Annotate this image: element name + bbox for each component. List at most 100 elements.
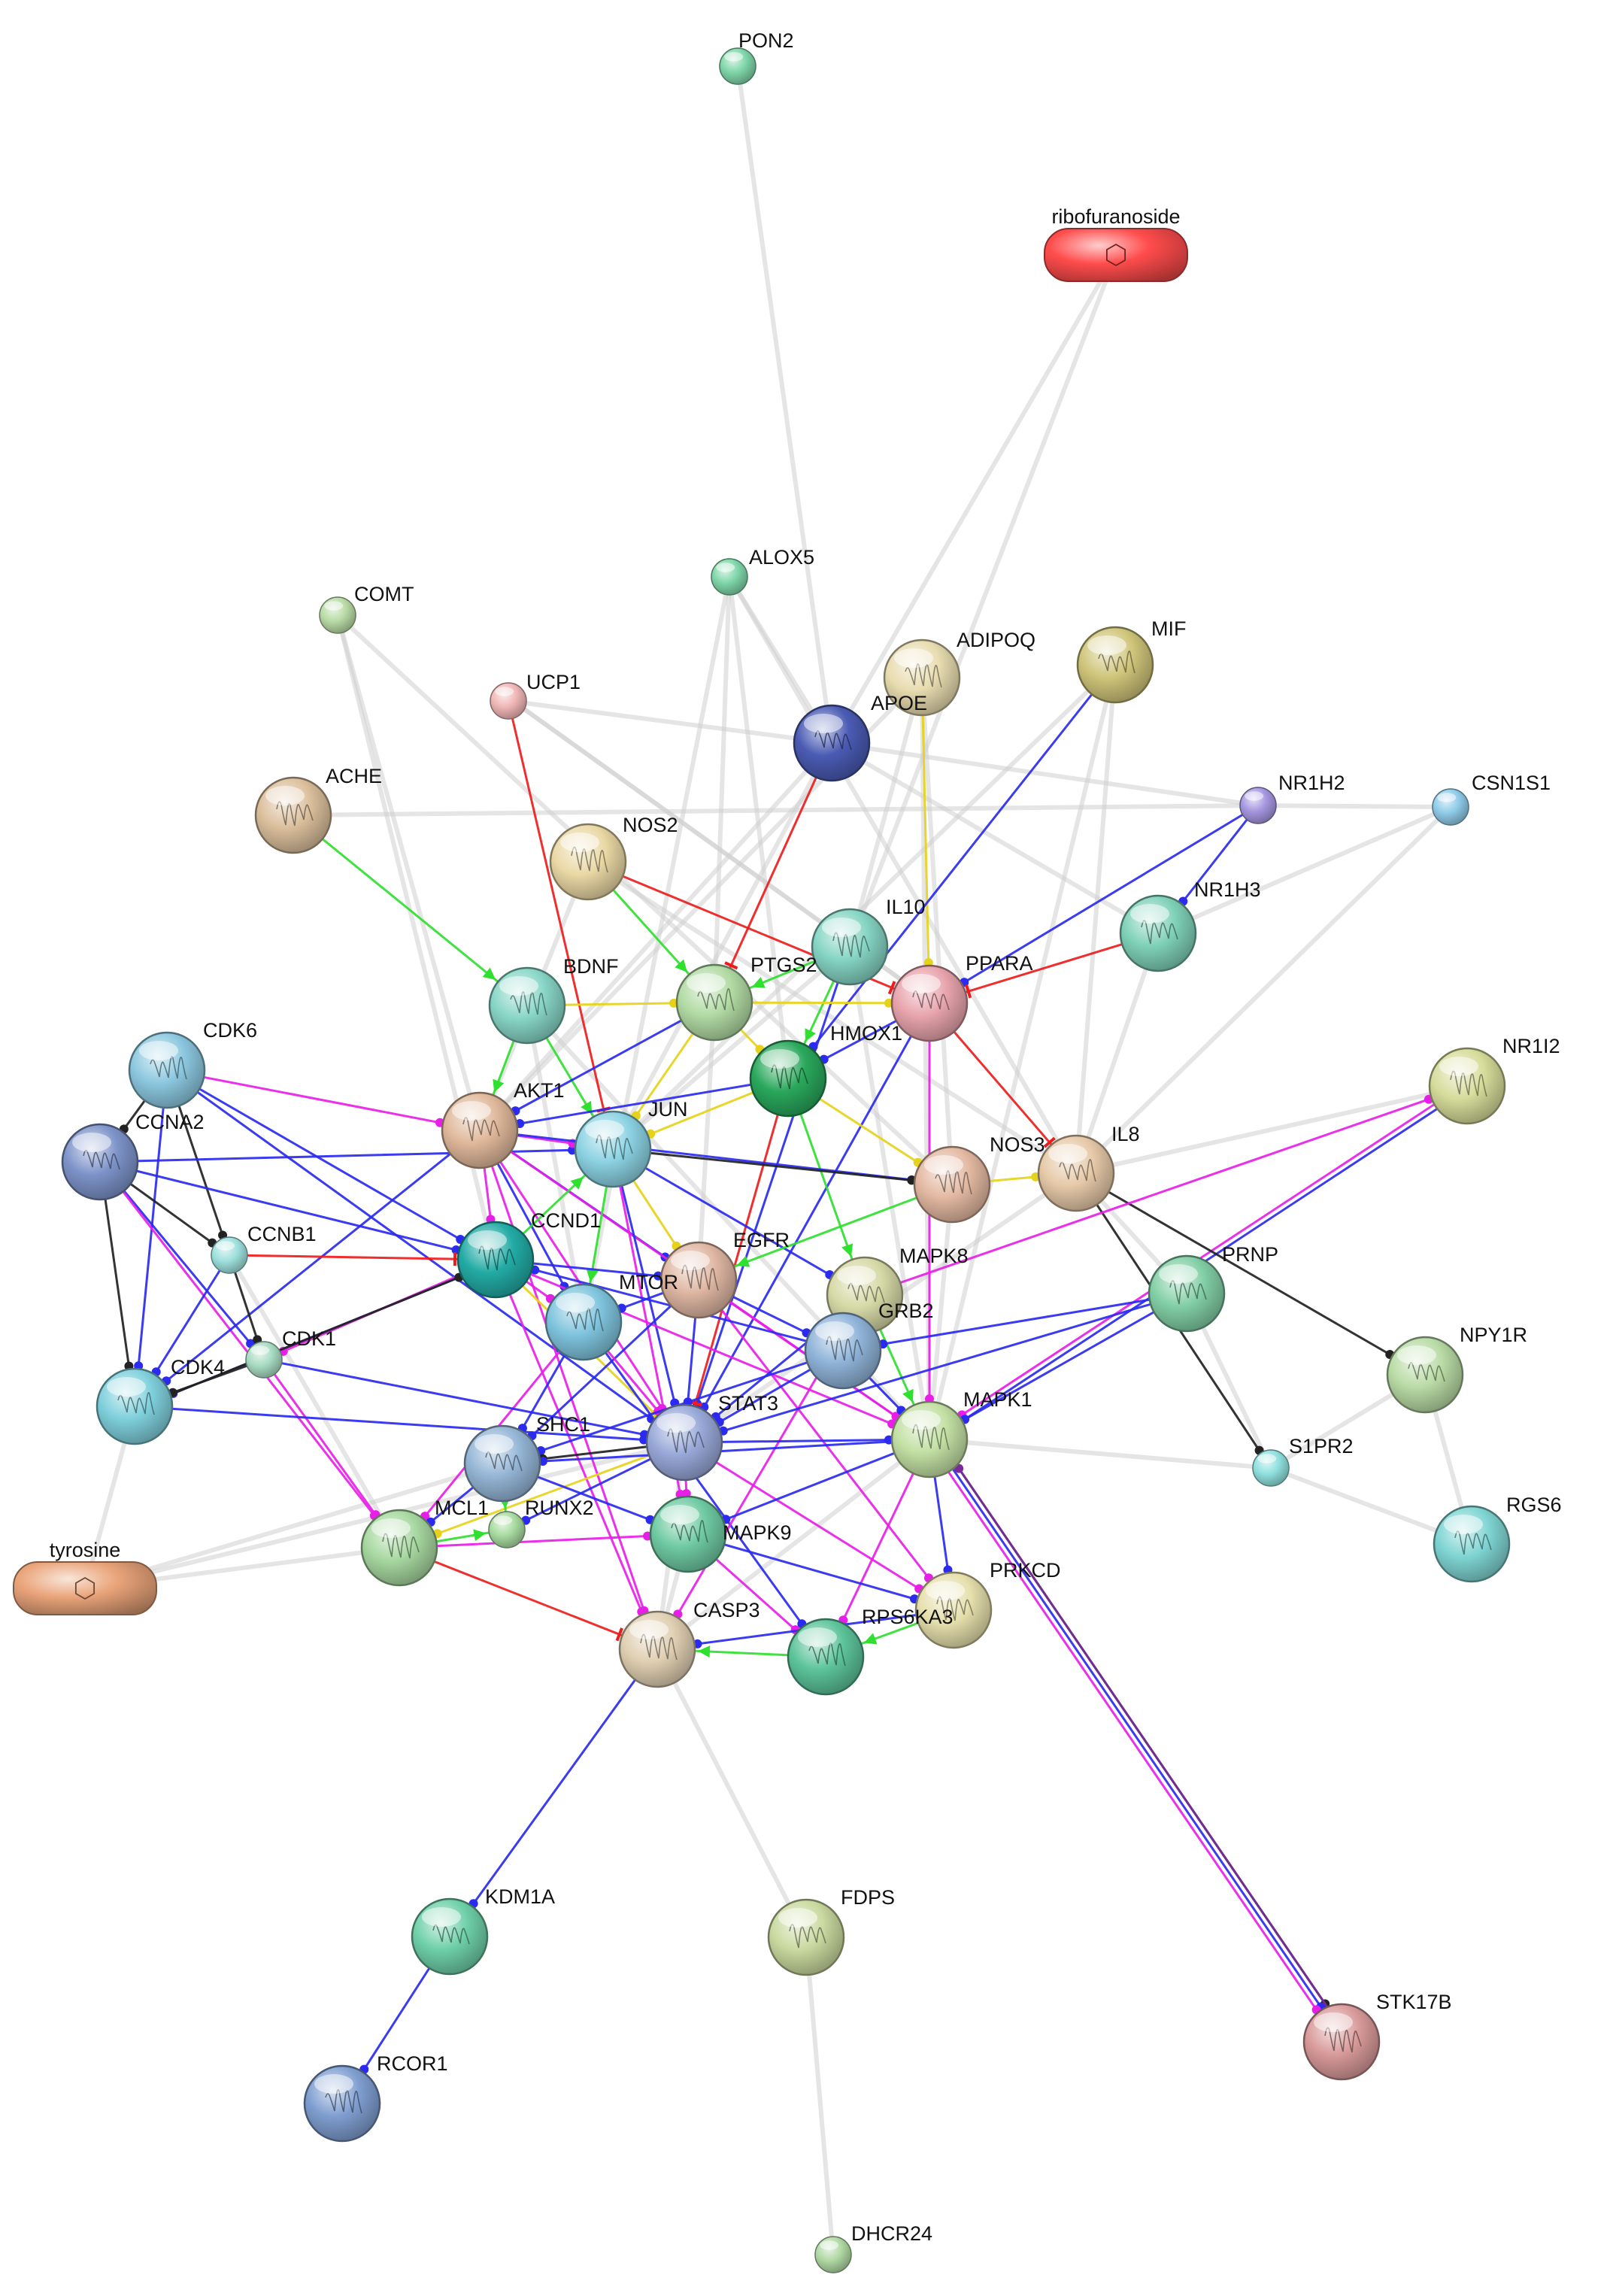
sphere-highlight: [837, 1266, 876, 1285]
node-nr1h2[interactable]: NR1H2: [1239, 772, 1345, 824]
node-mapk1[interactable]: MAPK1: [890, 1388, 1032, 1479]
node-mif[interactable]: MIF: [1076, 617, 1187, 704]
node-nr1i2[interactable]: NR1I2: [1428, 1035, 1560, 1125]
edge-ucp1-jun-inhibition: [507, 699, 614, 1151]
node-pon2[interactable]: PON2: [719, 29, 794, 85]
node-nos3[interactable]: NOS3: [913, 1133, 1045, 1224]
node-cdk4[interactable]: CDK4: [96, 1356, 225, 1445]
sphere-highlight: [493, 1515, 513, 1525]
node-mapk9[interactable]: MAPK9: [649, 1495, 792, 1573]
node-prnp[interactable]: PRNP: [1148, 1243, 1278, 1333]
node-alox5[interactable]: ALOX5: [711, 546, 814, 596]
molecule-structure-icon: [1105, 243, 1126, 267]
sphere-highlight: [475, 1434, 514, 1454]
node-npy1r[interactable]: NPY1R: [1386, 1324, 1527, 1414]
protein-structure-icon: [325, 2089, 362, 2114]
node-label-mif: MIF: [1151, 617, 1187, 640]
node-rgs6[interactable]: RGS6: [1433, 1494, 1562, 1583]
edge-grb2-ccnd1-binding: [494, 1258, 844, 1352]
edge-cdk4-stat3-binding: [133, 1405, 686, 1444]
node-ucp1[interactable]: UCP1: [490, 671, 581, 720]
node-egfr[interactable]: EGFR: [659, 1229, 790, 1319]
edge-end-casp3-activation: [697, 1645, 711, 1658]
sphere-highlight: [820, 2240, 839, 2250]
node-comt[interactable]: COMT: [319, 583, 414, 634]
edge-jun-mapk8-binding: [611, 1148, 866, 1297]
edge-nr1h2-csn1s1-association: [1256, 803, 1453, 809]
node-cdk6[interactable]: CDK6: [128, 1019, 257, 1109]
node-label-tyrosine: tyrosine: [50, 1539, 121, 1561]
sphere-highlight: [671, 1251, 710, 1270]
node-bdnf[interactable]: BDNF: [488, 955, 619, 1045]
sphere-highlight: [324, 601, 344, 611]
node-adipoq[interactable]: ADIPOQ: [883, 629, 1035, 717]
protein-structure-icon: [1059, 1159, 1096, 1182]
node-stk17b[interactable]: STK17B: [1302, 1991, 1452, 2081]
node-mcl1[interactable]: MCL1: [360, 1497, 489, 1587]
node-grb2[interactable]: GRB2: [804, 1300, 934, 1390]
node-label-nr1h3: NR1H3: [1194, 878, 1261, 901]
sphere-highlight: [265, 786, 305, 805]
node-fdps[interactable]: FDPS: [767, 1886, 895, 1976]
node-ribofuranoside[interactable]: ribofuranoside: [1044, 205, 1188, 282]
node-il10[interactable]: IL10: [811, 896, 926, 986]
edge-adipoq-ppara-expression: [920, 676, 931, 1005]
node-dhcr24[interactable]: DHCR24: [814, 2222, 932, 2273]
node-nr1h3[interactable]: NR1H3: [1119, 878, 1261, 972]
edge-cdk4-ccnd1-catalysis: [134, 1260, 498, 1410]
protein-structure-icon: [667, 1428, 705, 1454]
protein-structure-icon: [1324, 2027, 1362, 2053]
node-label-grb2: GRB2: [878, 1300, 934, 1322]
sphere-highlight: [656, 1413, 696, 1433]
edge-il8-npy1r-catalysis: [1075, 1172, 1427, 1376]
node-mtor[interactable]: MTOR: [544, 1271, 678, 1361]
node-ptgs2[interactable]: PTGS2: [675, 954, 817, 1042]
edge-mif-il8-association: [1074, 663, 1117, 1175]
edge-mcl1-mapk9-phenotype: [398, 1533, 690, 1549]
node-casp3[interactable]: CASP3: [618, 1599, 760, 1688]
node-ccna2[interactable]: CCNA2: [61, 1111, 205, 1201]
node-nos2[interactable]: NOS2: [549, 814, 678, 901]
node-jun[interactable]: JUN: [574, 1098, 688, 1188]
node-ccnb1[interactable]: CCNB1: [211, 1223, 317, 1274]
node-csn1s1[interactable]: CSN1S1: [1432, 772, 1551, 826]
sphere-highlight: [760, 1049, 799, 1069]
protein-structure-icon: [117, 1392, 155, 1415]
node-rps6ka3[interactable]: RPS6KA3: [787, 1606, 954, 1696]
sphere-highlight: [815, 1321, 854, 1341]
node-stat3[interactable]: STAT3: [645, 1392, 778, 1482]
node-label-comt: COMT: [354, 583, 414, 605]
node-akt1[interactable]: AKT1: [441, 1079, 565, 1169]
node-label-ccna2: CCNA2: [135, 1111, 205, 1133]
node-kdm1a[interactable]: KDM1A: [411, 1885, 555, 1976]
edge-adipoq-mapk1-association: [920, 675, 932, 1442]
node-ache[interactable]: ACHE: [254, 765, 382, 854]
node-runx2[interactable]: RUNX2: [488, 1497, 594, 1548]
node-prkcd[interactable]: PRKCD: [914, 1559, 1061, 1649]
edge-akt1-cdk4-binding: [133, 1129, 481, 1408]
edge-casp3-kdm1a-binding: [448, 1648, 659, 1938]
node-apoe[interactable]: APOE: [793, 692, 927, 782]
edge-ribofuranoside-il10-association: [847, 253, 1118, 949]
node-rcor1[interactable]: RCOR1: [303, 2052, 448, 2143]
node-ppara[interactable]: PPARA: [890, 952, 1033, 1042]
edge-akt1-casp3-phenotype: [478, 1129, 659, 1651]
edge-fdps-dhcr24-association: [804, 1935, 835, 2257]
node-label-nr1i2: NR1I2: [1502, 1035, 1560, 1057]
edge-end-hmox1-activation: [805, 1028, 816, 1042]
node-cdk1[interactable]: CDK1: [245, 1327, 336, 1379]
node-label-ucp1: UCP1: [526, 671, 581, 693]
edge-nr1h3-il8-association: [1074, 931, 1160, 1175]
node-tyrosine[interactable]: tyrosine: [13, 1539, 157, 1615]
node-il8[interactable]: IL8: [1037, 1123, 1140, 1212]
edge-nos2-ppara-inhibition: [587, 860, 931, 1005]
sphere-highlight: [1444, 1515, 1483, 1534]
node-shc1[interactable]: SHC1: [463, 1413, 590, 1503]
node-hmox1[interactable]: HMOX1: [749, 1022, 902, 1118]
edge-il10-jun-association: [611, 945, 852, 1151]
node-label-fdps: FDPS: [841, 1886, 895, 1909]
node-ccnd1[interactable]: CCND1: [456, 1209, 601, 1299]
edge-ribofuranoside-apoe-association: [829, 253, 1118, 745]
node-s1pr2[interactable]: S1PR2: [1252, 1435, 1354, 1487]
compound-pill: [13, 1561, 157, 1615]
